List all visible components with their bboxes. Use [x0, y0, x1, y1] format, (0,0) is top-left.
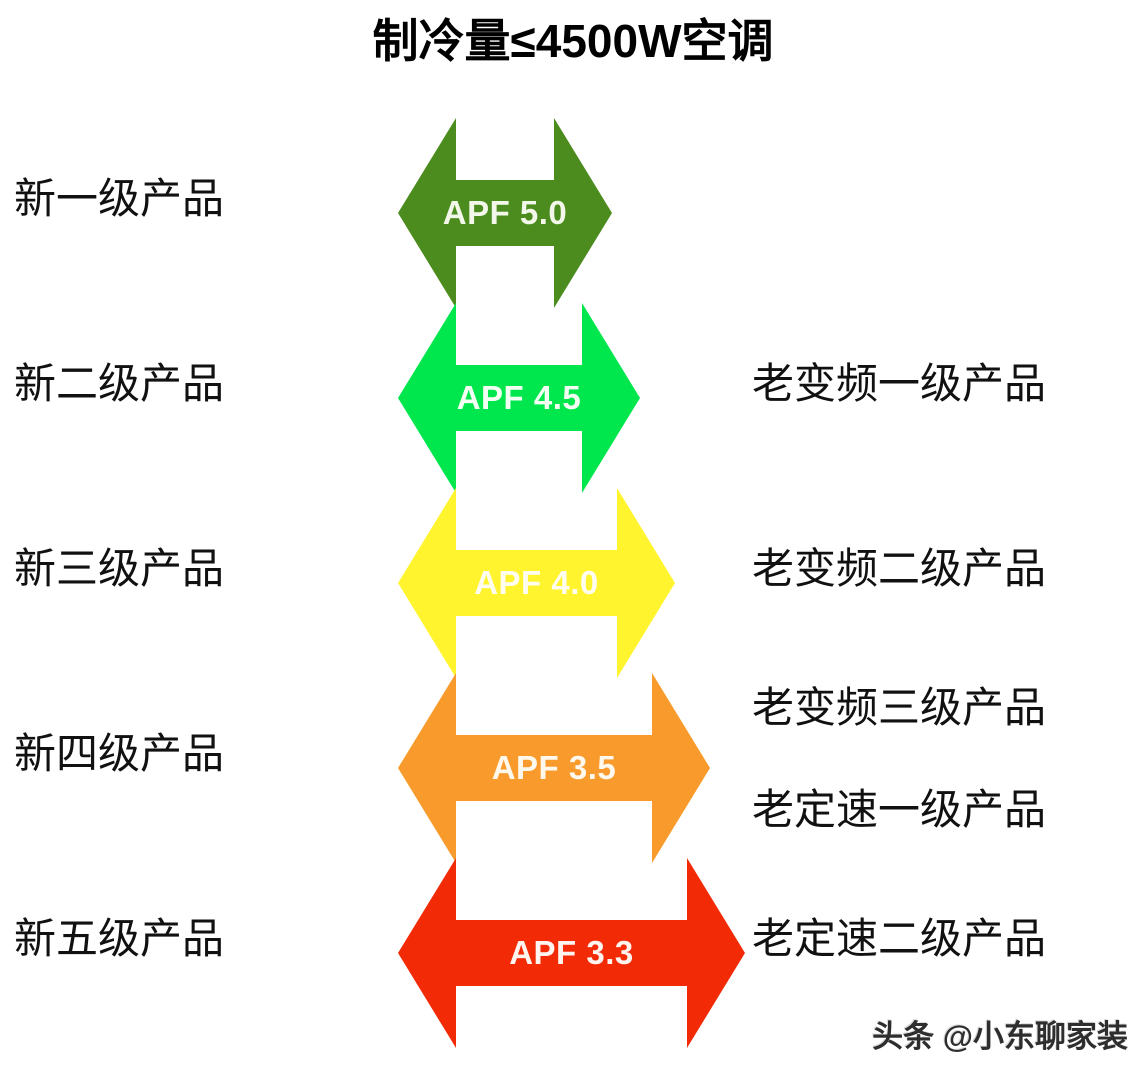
- apf-row-3: 新三级产品 APF 4.0 老变频二级产品: [0, 488, 1146, 678]
- old-grade-label-3: 老变频二级产品: [752, 545, 1047, 592]
- new-grade-label-1: 新一级产品: [14, 175, 225, 222]
- apf-arrow-4[interactable]: APF 3.5: [398, 673, 710, 863]
- apf-row-4: 新四级产品 APF 3.5 老变频三级产品 老定速一级产品: [0, 673, 1146, 863]
- old-grade-label-4b: 老定速一级产品: [752, 786, 1047, 833]
- old-grade-label-2: 老变频一级产品: [752, 360, 1047, 407]
- double-arrow-icon-1: [398, 118, 612, 308]
- new-grade-label-4: 新四级产品: [14, 730, 225, 777]
- new-grade-label-3: 新三级产品: [14, 545, 225, 592]
- apf-row-2: 新二级产品 APF 4.5 老变频一级产品: [0, 303, 1146, 493]
- apf-row-1: 新一级产品 APF 5.0: [0, 118, 1146, 308]
- double-arrow-icon-5: [398, 858, 745, 1048]
- old-grade-label-4a: 老变频三级产品: [752, 684, 1047, 731]
- double-arrow-icon-2: [398, 303, 640, 493]
- double-arrow-icon-4: [398, 673, 710, 863]
- apf-arrow-2[interactable]: APF 4.5: [398, 303, 640, 493]
- new-grade-label-5: 新五级产品: [14, 915, 225, 962]
- old-grade-label-5: 老定速二级产品: [752, 915, 1047, 962]
- page-title: 制冷量≤4500W空调: [372, 15, 774, 67]
- watermark: 头条 @小东聊家装: [872, 1019, 1128, 1054]
- double-arrow-icon-3: [398, 488, 675, 678]
- apf-arrow-3[interactable]: APF 4.0: [398, 488, 675, 678]
- new-grade-label-2: 新二级产品: [14, 360, 225, 407]
- apf-arrow-1[interactable]: APF 5.0: [398, 118, 612, 308]
- apf-arrow-5[interactable]: APF 3.3: [398, 858, 745, 1048]
